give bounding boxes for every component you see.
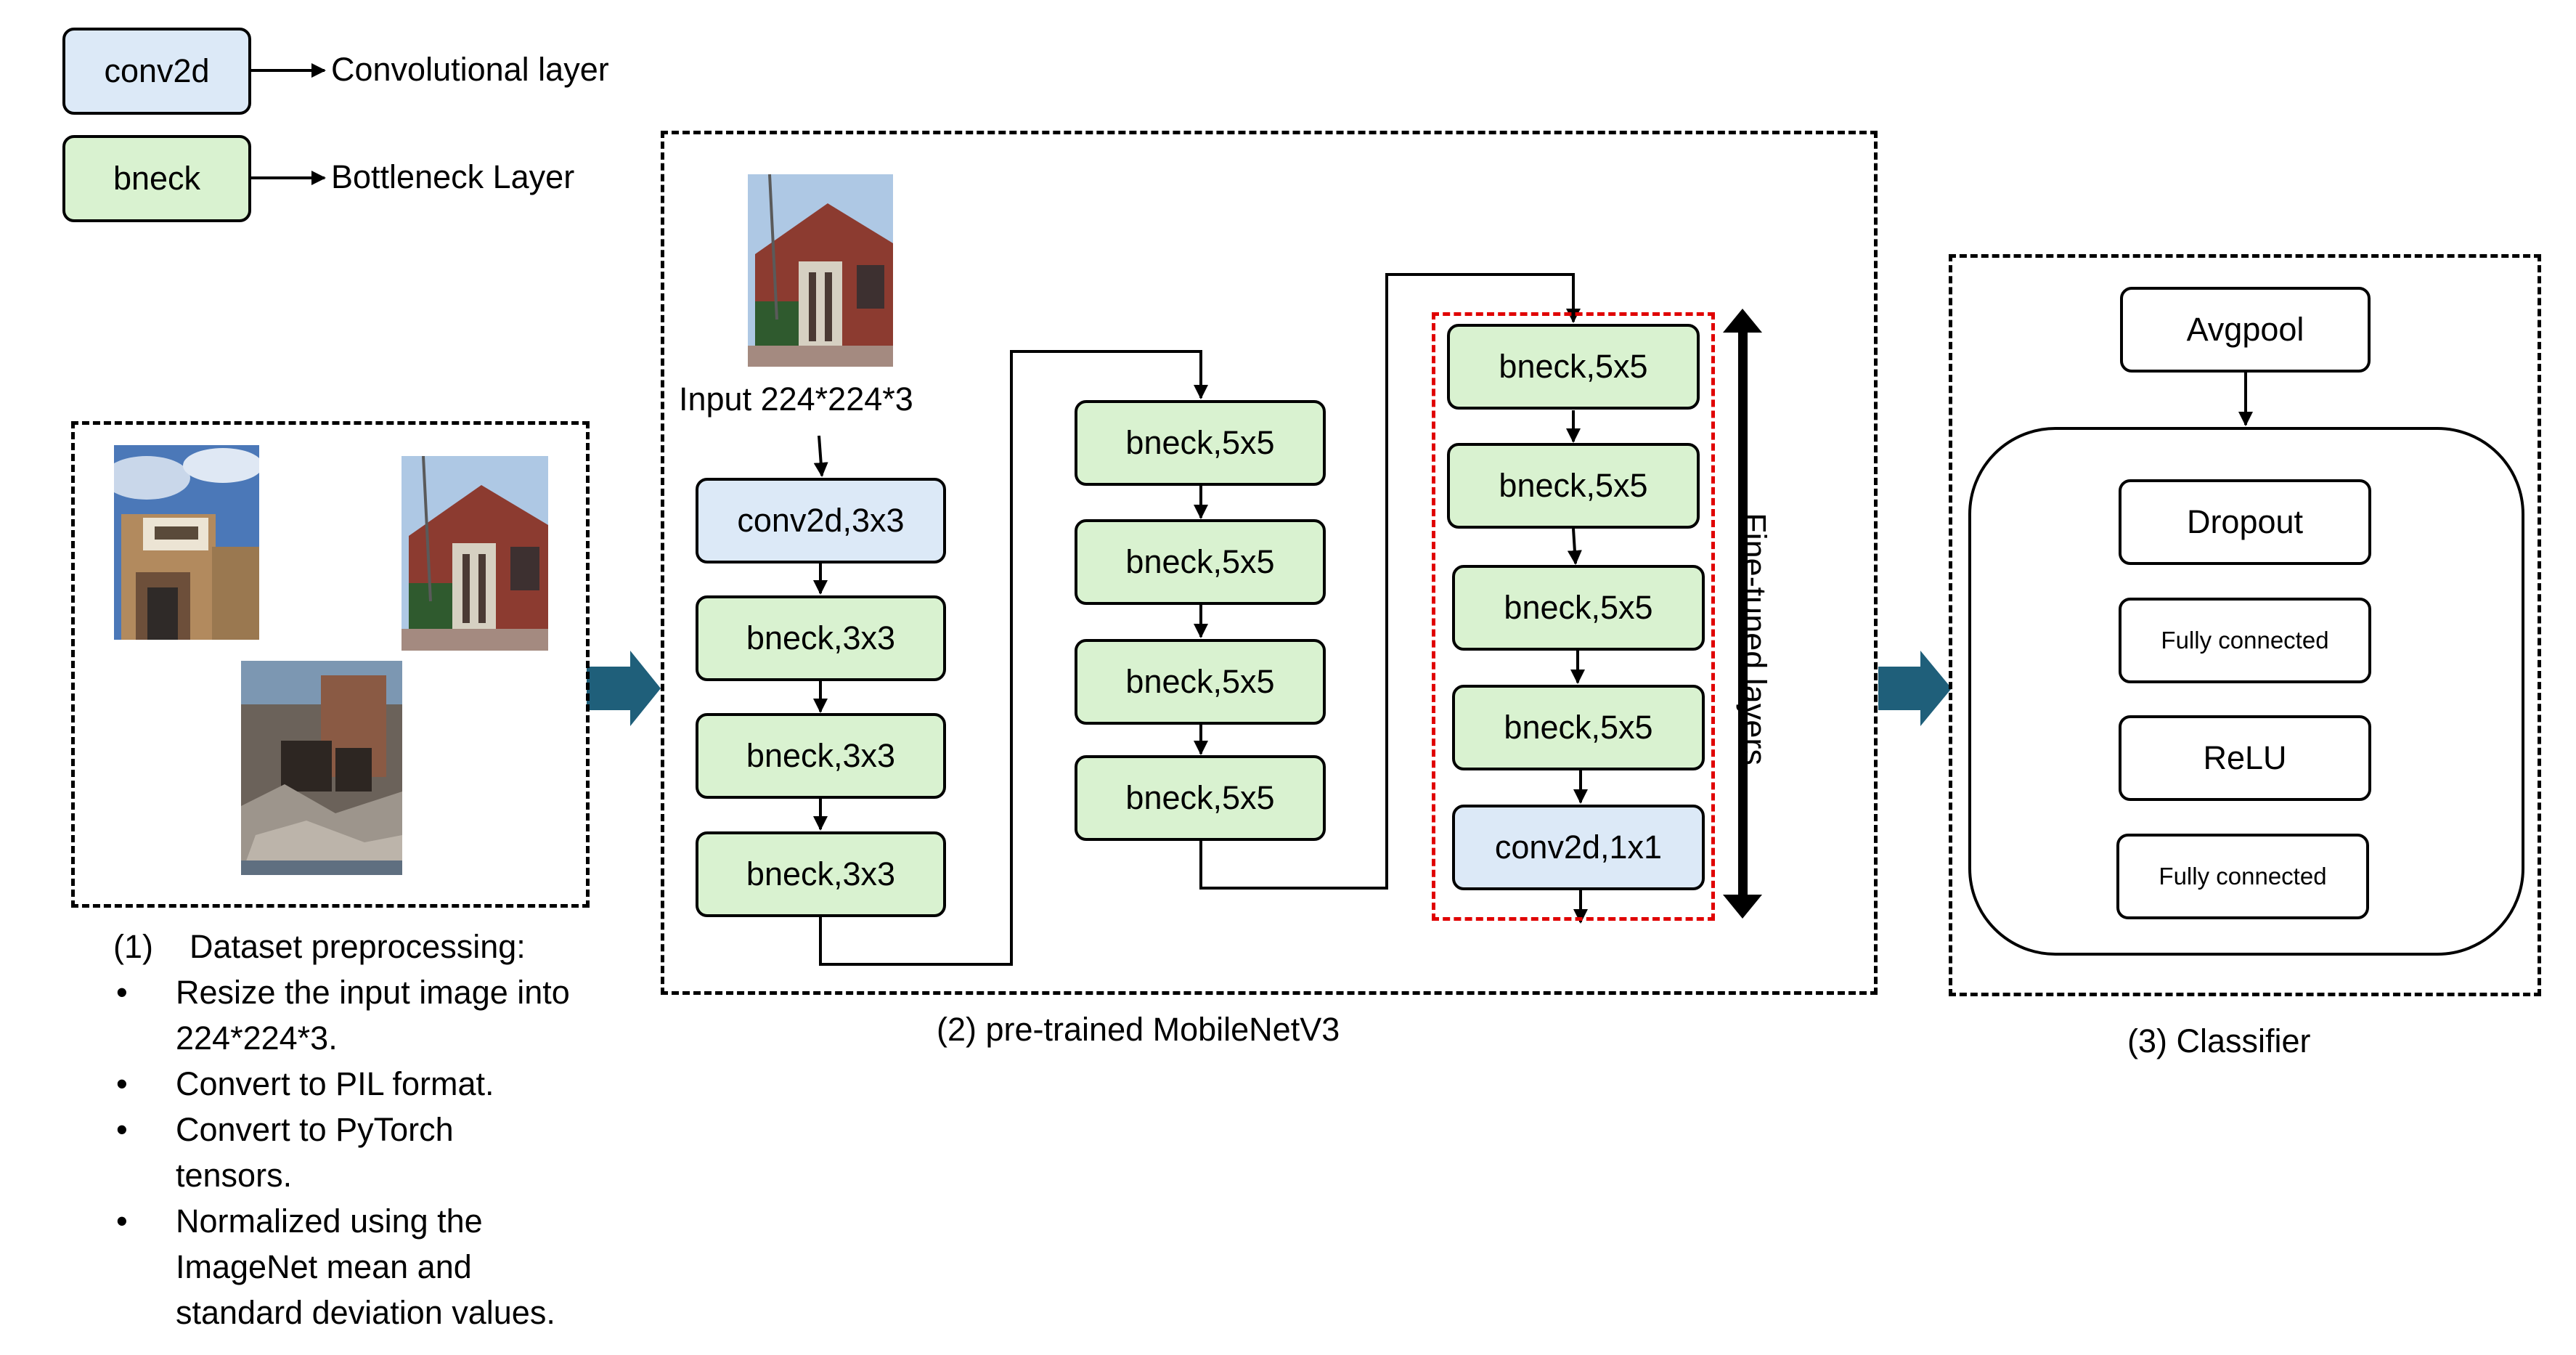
layer-bneck-5x5-b1: bneck,5x5 xyxy=(1447,324,1700,410)
fine-tuned-label: Fine-tuned layers xyxy=(1736,513,1773,765)
bullet-item: • Resize the input image into 224*224*3. xyxy=(116,974,570,1057)
layer-bneck-5x5-a3: bneck,5x5 xyxy=(1075,639,1326,725)
mobilenet-caption: (2) pre-trained MobileNetV3 xyxy=(937,1011,1340,1048)
layer-bneck-5x5-a1: bneck,5x5 xyxy=(1075,400,1326,486)
layer-bneck-5x5-a4: bneck,5x5 xyxy=(1075,755,1326,841)
route-col2-col3 xyxy=(1199,273,1581,890)
bullet-item: • Convert to PyTorch tensors. xyxy=(116,1111,454,1194)
mobilenet-panel xyxy=(661,131,1878,995)
classifier-avgpool: Avgpool xyxy=(2120,287,2371,373)
dataset-panel xyxy=(71,421,590,908)
photo-damaged-house xyxy=(402,456,548,651)
photo-storefront xyxy=(114,445,259,640)
layer-bneck-5x5-b4: bneck,5x5 xyxy=(1452,685,1705,770)
classifier-caption: (3) Classifier xyxy=(2127,1022,2311,1059)
layer-conv2d-1x1: conv2d,1x1 xyxy=(1452,805,1705,890)
legend-conv-desc: Convolutional layer xyxy=(331,51,609,88)
input-arrow xyxy=(813,435,828,477)
bullet-item: • Normalized using the ImageNet mean and… xyxy=(116,1203,555,1331)
route-col1-col2 xyxy=(819,350,1208,966)
layer-bneck-3x3-1: bneck,3x3 xyxy=(696,595,946,681)
legend-conv-box: conv2d xyxy=(62,28,251,115)
flow-arrow-1 xyxy=(587,651,661,726)
classifier-dropout: Dropout xyxy=(2119,479,2371,565)
classifier-fc-1: Fully connected xyxy=(2119,598,2371,683)
flow-arrow-2 xyxy=(1878,651,1952,726)
layer-bneck-5x5-b2: bneck,5x5 xyxy=(1447,443,1700,529)
classifier-relu: ReLU xyxy=(2119,715,2371,801)
fine-tuned-region xyxy=(1432,312,1715,921)
layer-conv2d-3x3: conv2d,3x3 xyxy=(696,478,946,563)
input-size-label: Input 224*224*3 xyxy=(679,381,913,418)
classifier-fc-2: Fully connected xyxy=(2116,834,2369,919)
classifier-panel xyxy=(1949,254,2541,996)
step-number: (1) xyxy=(113,928,153,965)
layer-bneck-5x5-b3: bneck,5x5 xyxy=(1452,565,1705,651)
layer-bneck-3x3-3: bneck,3x3 xyxy=(696,831,946,917)
fine-tuned-range-arrow xyxy=(1723,309,1762,919)
preprocessing-steps: (1) Dataset preprocessing: • Resize the … xyxy=(113,924,636,1335)
legend-bneck-desc: Bottleneck Layer xyxy=(331,158,575,195)
layer-bneck-3x3-2: bneck,3x3 xyxy=(696,713,946,799)
photo-input-image xyxy=(748,174,893,367)
photo-collapsed-building xyxy=(241,661,402,875)
legend-bneck-box: bneck xyxy=(62,135,251,222)
bullet-item: • Convert to PIL format. xyxy=(116,1065,494,1102)
preprocessing-title: Dataset preprocessing: xyxy=(189,928,526,965)
layer-bneck-5x5-a2: bneck,5x5 xyxy=(1075,519,1326,605)
